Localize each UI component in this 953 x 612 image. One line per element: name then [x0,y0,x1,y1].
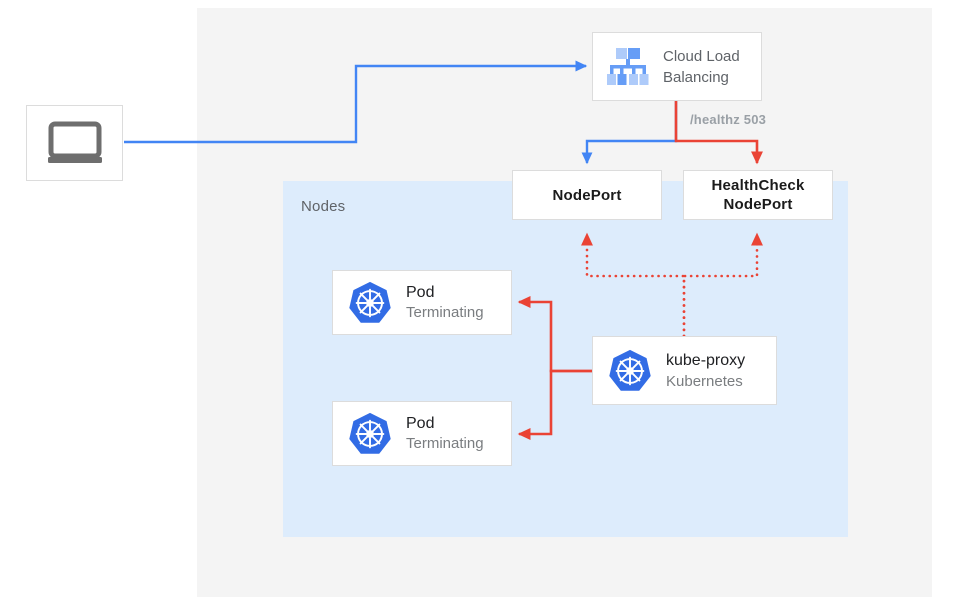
pod-1-title: Pod [406,283,435,301]
cloud-load-balancing-icon [605,46,651,88]
pod-2-status: Terminating [406,434,484,452]
clb-label-line-1: Cloud Load [663,47,740,65]
edge-label-healthz: /healthz 503 [690,112,767,127]
cloud-load-balancing-label: Cloud Load Balancing [663,46,740,88]
nodes-region-label: Nodes [301,198,346,215]
clb-label-line-2: Balancing [663,68,729,86]
edge-kubeproxy-to-pod-1 [517,296,592,373]
pod-node-1[interactable]: Pod Terminating [332,270,512,335]
kube-proxy-title: kube-proxy [666,351,746,369]
healthcheck-label-line-1: HealthCheck [711,177,805,194]
edge-clb-to-nodeport [581,101,678,165]
nodeport-label: NodePort [552,186,622,204]
edge-kubeproxy-to-healthcheck [682,232,763,338]
kube-proxy-subtitle: Kubernetes [666,372,743,390]
kube-proxy-node[interactable]: kube-proxy Kubernetes [592,336,777,405]
laptop-icon [46,121,104,165]
nodeport-node[interactable]: NodePort [512,170,662,220]
edge-kubeproxy-to-pod-2 [517,369,592,440]
kubernetes-icon [347,411,393,457]
edge-clb-to-healthcheck [674,101,763,165]
pod-2-title: Pod [406,414,435,432]
pod-node-2[interactable]: Pod Terminating [332,401,512,466]
pod-1-label: Pod Terminating [406,283,484,323]
kubernetes-icon [347,280,393,326]
kubernetes-icon [607,348,653,394]
edge-kubeproxy-to-nodeport [581,232,686,338]
edge-client-to-clb [124,60,588,144]
pod-2-label: Pod Terminating [406,414,484,454]
healthcheck-nodeport-label: HealthCheck NodePort [711,176,804,214]
cloud-load-balancing-node[interactable]: Cloud Load Balancing [592,32,762,101]
pod-1-status: Terminating [406,303,484,321]
healthcheck-nodeport-node[interactable]: HealthCheck NodePort [683,170,833,220]
client-node[interactable] [26,105,123,181]
kube-proxy-label: kube-proxy Kubernetes [666,350,745,392]
healthcheck-label-line-2: NodePort [723,196,793,213]
